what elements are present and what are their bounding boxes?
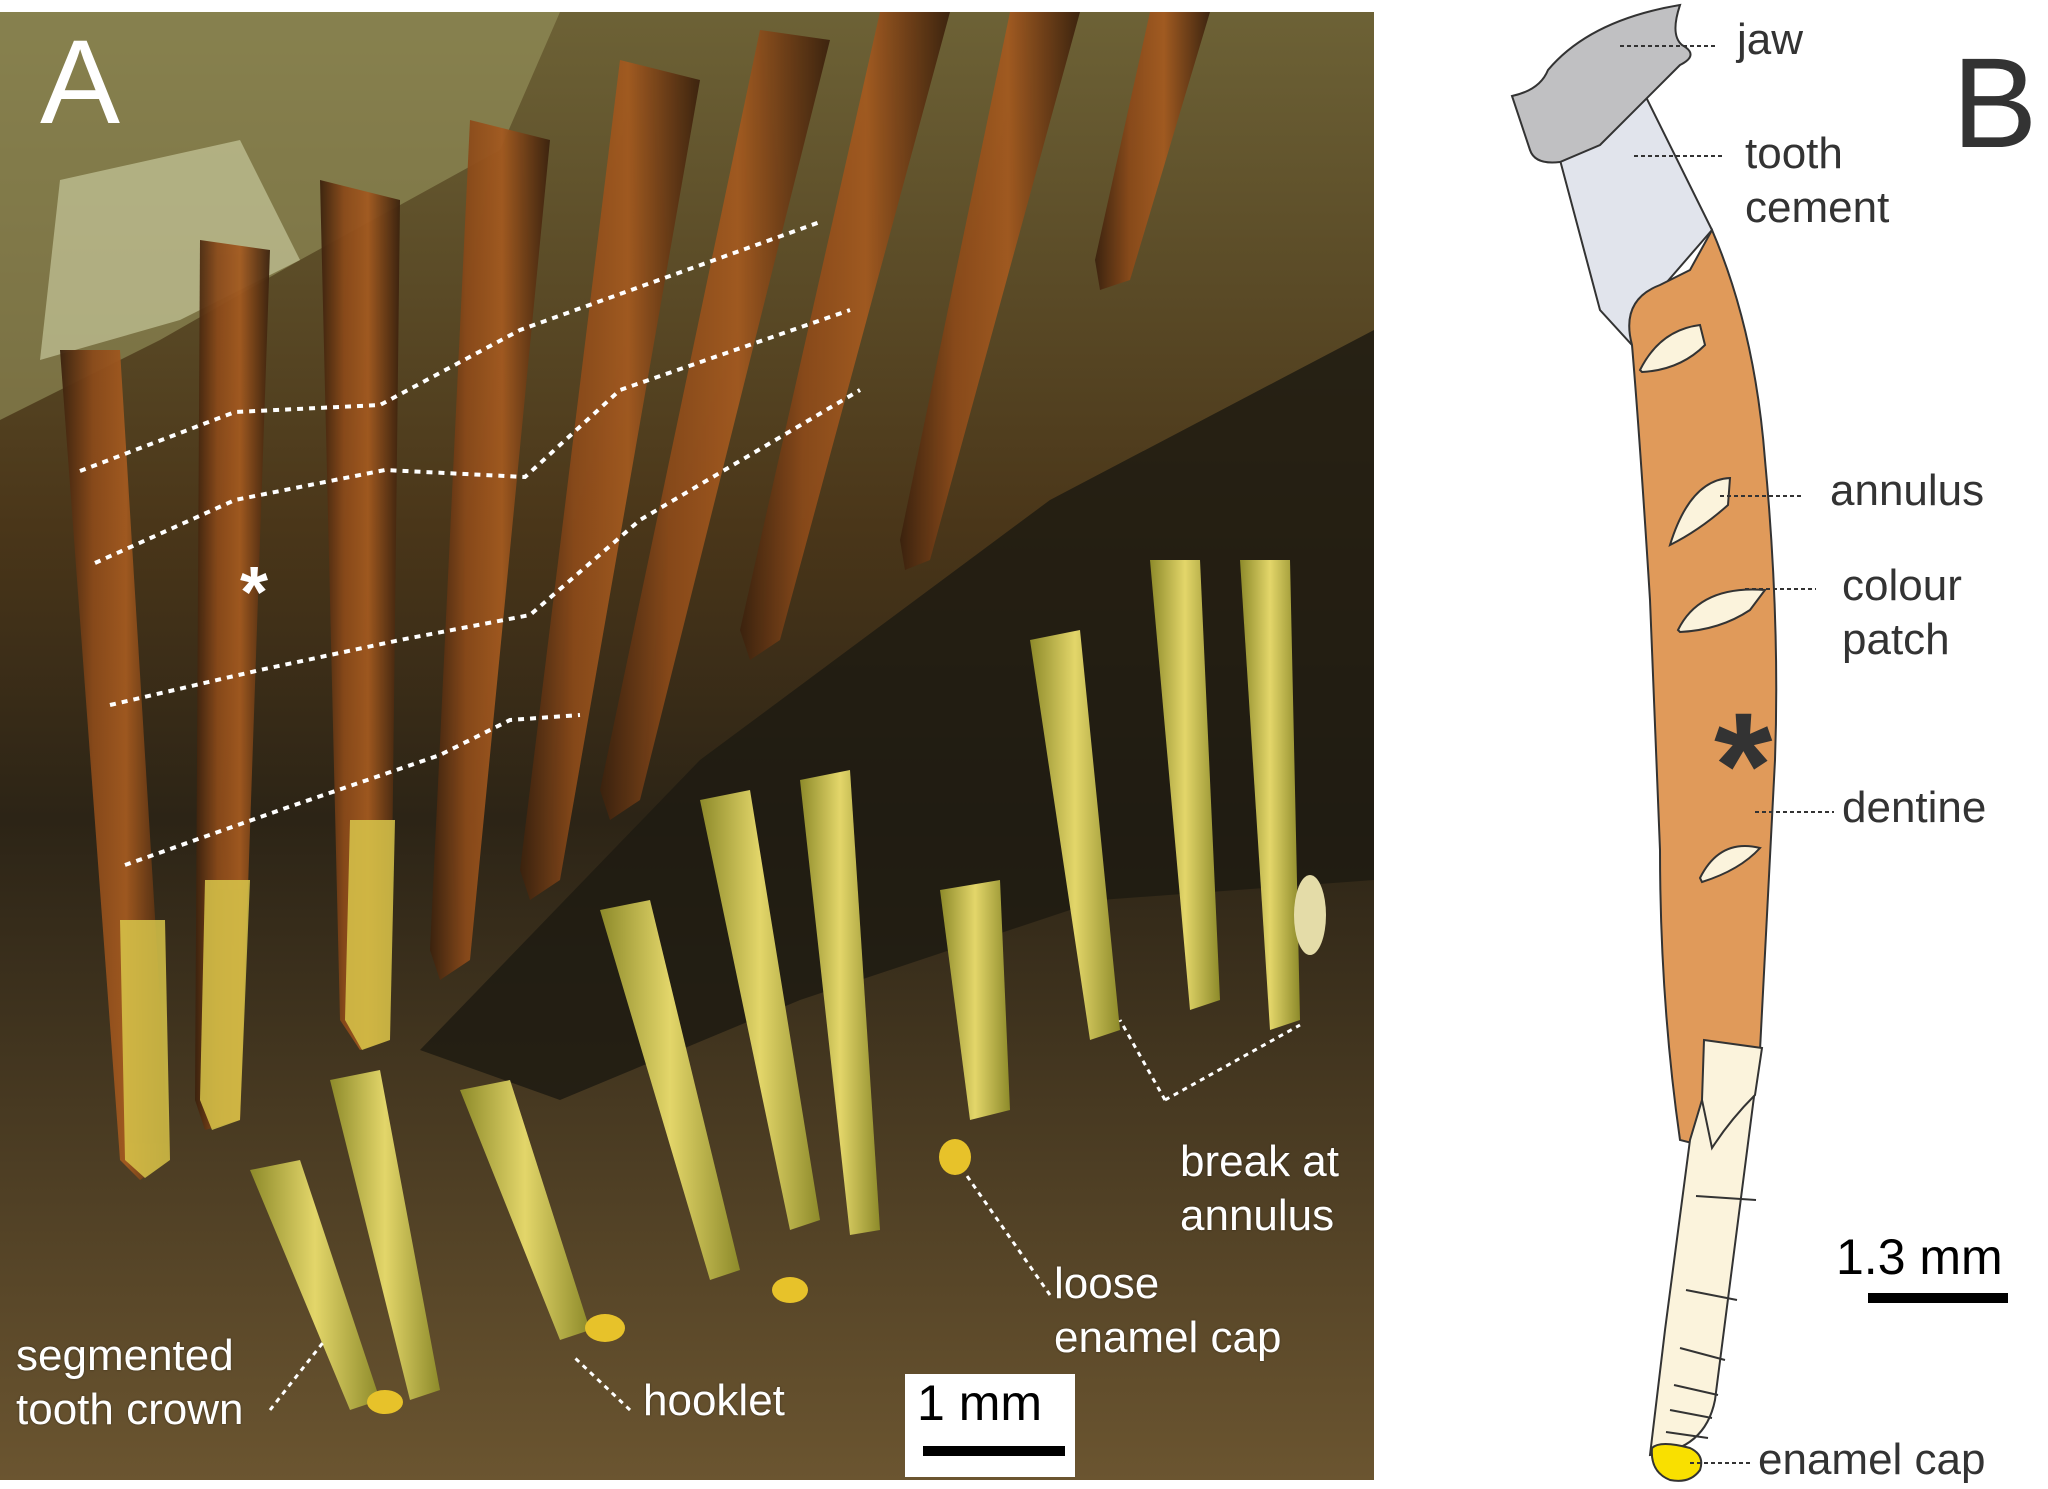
asterisk-marker-a: * bbox=[240, 553, 269, 633]
label-hooklet: hooklet bbox=[643, 1376, 785, 1425]
scale-bar-a: 1 mm bbox=[905, 1374, 1075, 1477]
label-jaw: jaw bbox=[1737, 15, 1804, 64]
scale-bar-a-line bbox=[923, 1446, 1065, 1456]
label-break-at-annulus-line2: annulus bbox=[1180, 1191, 1335, 1240]
label-loose-enamel-cap-line2: enamel cap bbox=[1054, 1313, 1282, 1362]
panel-b-schematic: jaw tooth cement annulus colour patch de… bbox=[1374, 0, 2048, 1489]
scale-bar-a-label: 1 mm bbox=[917, 1375, 1042, 1431]
tooth-schematic-diagram bbox=[1510, 3, 1834, 1482]
label-colour-patch-line1: colour bbox=[1842, 561, 1962, 610]
label-colour-patch-line2: patch bbox=[1842, 615, 1950, 664]
panel-letter-b: B bbox=[1952, 32, 2038, 175]
label-dentine: dentine bbox=[1842, 783, 1987, 832]
asterisk-marker-b: * bbox=[1714, 681, 1773, 849]
scale-bar-b-label: 1.3 mm bbox=[1836, 1229, 2003, 1285]
panel-a-photograph: A * segmented tooth crown hooklet loose … bbox=[0, 12, 1374, 1480]
label-break-at-annulus-line1: break at bbox=[1180, 1137, 1339, 1186]
panel-letter-a: A bbox=[40, 15, 121, 149]
label-tooth-cement-line1: tooth bbox=[1745, 129, 1843, 178]
label-segmented-tooth-crown-line2: tooth crown bbox=[16, 1385, 244, 1434]
label-enamel-cap: enamel cap bbox=[1758, 1435, 1986, 1484]
scale-bar-b-line bbox=[1868, 1293, 2008, 1303]
label-annulus: annulus bbox=[1830, 466, 1985, 515]
growth-lines bbox=[79, 220, 862, 867]
label-loose-enamel-cap-line1: loose bbox=[1054, 1259, 1160, 1308]
label-tooth-cement-line2: cement bbox=[1745, 183, 1890, 232]
label-segmented-tooth-crown-line1: segmented bbox=[16, 1331, 234, 1380]
fossil-photo-illustration bbox=[0, 12, 1374, 1480]
